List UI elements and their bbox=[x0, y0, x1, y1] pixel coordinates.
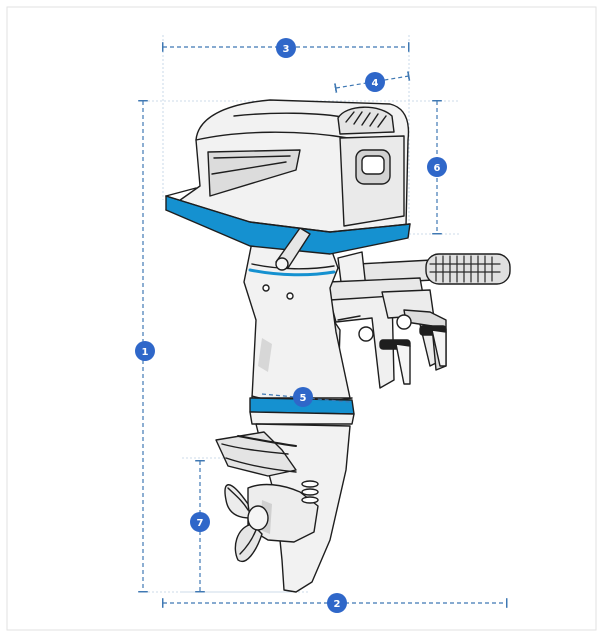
dimension-badge-5[interactable]: 5 bbox=[293, 387, 313, 407]
dimension-label-2: 2 bbox=[334, 599, 341, 610]
dimension-label-6: 6 bbox=[434, 163, 441, 174]
dimension-label-1: 1 bbox=[142, 347, 149, 358]
dimension-badge-2[interactable]: 2 bbox=[327, 593, 347, 613]
dimension-badges: 1 2 3 4 5 6 7 bbox=[135, 38, 447, 613]
dimension-label-4: 4 bbox=[372, 78, 379, 89]
lower-unit-gearcase bbox=[215, 423, 351, 593]
dimension-badge-4[interactable]: 4 bbox=[365, 72, 385, 92]
water-intake-grille bbox=[301, 480, 319, 504]
engine-cowling bbox=[165, 99, 411, 255]
propeller bbox=[224, 484, 269, 563]
dimension-label-5: 5 bbox=[300, 393, 307, 404]
shift-lever bbox=[275, 227, 311, 271]
dimension-label-3: 3 bbox=[283, 44, 290, 55]
tiller-grip-texture bbox=[429, 255, 501, 283]
dimension-badge-7[interactable]: 7 bbox=[190, 512, 210, 532]
dimension-label-7: 7 bbox=[197, 518, 204, 529]
dimension-badge-6[interactable]: 6 bbox=[427, 157, 447, 177]
dimension-badge-3[interactable]: 3 bbox=[276, 38, 296, 58]
cowling-vents bbox=[345, 111, 387, 128]
dimension-badge-1[interactable]: 1 bbox=[135, 341, 155, 361]
